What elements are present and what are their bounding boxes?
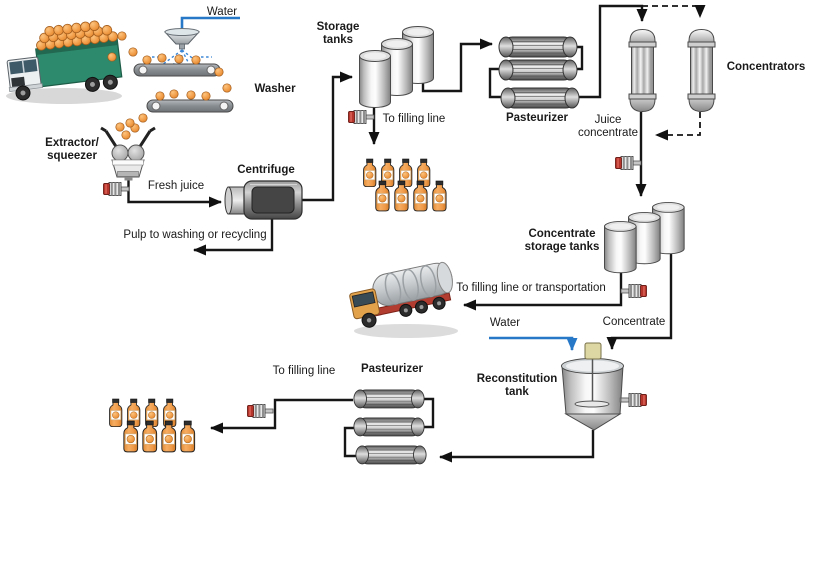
centrifuge (224, 180, 303, 220)
label-juice-concentrate: Juice concentrate (577, 114, 639, 140)
concentrate-line (606, 254, 673, 350)
valve-extractor (103, 182, 130, 196)
dashed-concentrator2-return (655, 112, 701, 141)
label-centrifuge: Centrifuge (237, 164, 295, 176)
pasteurizer-bottom-tube-3 (355, 445, 427, 465)
pasteurizer-top-tube-3 (500, 87, 580, 109)
tank-cone (564, 413, 622, 431)
truck-shadow (6, 88, 122, 104)
water-bottom-pipe (489, 336, 578, 351)
bottles-bottom (109, 398, 196, 453)
pasteurizer-bottom-tube-2 (353, 417, 425, 437)
pasteurizer-top (498, 36, 580, 109)
agitator-propeller (574, 400, 610, 408)
agitator-motor (584, 342, 602, 360)
pipe-lines (127, 4, 673, 463)
valve-concentrate-tanks (620, 284, 647, 298)
valve-bottom-pasteurizer (247, 404, 274, 418)
dashed-lines (642, 5, 706, 141)
label-fresh-juice: Fresh juice (147, 180, 205, 192)
valve-juice-concentrate (615, 156, 642, 170)
label-washer: Washer (254, 83, 296, 95)
centrifuge-to-storage-line (301, 71, 353, 202)
washer-conveyor-1 (133, 63, 221, 77)
reconstitution-tank (561, 342, 628, 431)
label-extractor: Extractor/ squeezer (45, 137, 99, 163)
label-storage-tanks: Storage tanks (316, 21, 360, 47)
concentrator-2 (687, 29, 716, 112)
label-concentrate-storage-tanks: Concentrate storage tanks (524, 228, 600, 254)
tanker-shadow (354, 324, 458, 338)
water-top-pipe (180, 16, 240, 29)
pasteurizer-top-left-link (488, 67, 502, 99)
water-spray-nozzle (163, 28, 201, 50)
tanker-truck (349, 261, 458, 338)
label-to-filling-or-transport: To filling line or transportation (456, 282, 606, 294)
tanker-wheels (361, 296, 446, 328)
storage-to-pasteurizer-line (421, 38, 493, 93)
conctank-to-filling-line (463, 273, 623, 311)
valve-storage-tanks (348, 110, 375, 124)
pasteurizer-top-right-link (573, 45, 584, 71)
fresh-juice-line (127, 176, 222, 208)
washer-conveyor-2 (146, 99, 234, 113)
valve-reconstitution-tank (620, 393, 647, 407)
pasteurizer-to-concentrator-line (573, 4, 648, 99)
pasteurizer-top-tube-2 (498, 59, 578, 81)
pasteurizer-top-tube-1 (498, 36, 578, 58)
dashed-to-concentrator2 (642, 5, 706, 18)
tanker-window (351, 291, 376, 308)
recon-to-pasteurizer-line (439, 430, 595, 463)
concentrator-1 (628, 29, 657, 112)
label-to-filling-line-top: To filling line (382, 113, 446, 125)
label-concentrate: Concentrate (602, 316, 666, 328)
concentrators (628, 29, 716, 112)
label-water-bottom: Water (489, 317, 521, 329)
label-to-filling-line-bottom: To filling line (272, 365, 336, 377)
label-water-top: Water (206, 6, 238, 18)
label-pasteurizer-bottom: Pasteurizer (360, 363, 423, 375)
orange-delivery-truck (6, 19, 123, 104)
label-concentrators: Concentrators (726, 61, 806, 73)
pasteurizer-bottom-left-link (343, 426, 356, 458)
truck-wheels (15, 74, 118, 101)
loose-oranges (107, 31, 232, 140)
pasteurizer-bottom (353, 389, 427, 465)
water-lines (180, 16, 578, 351)
extractor-squeezer (100, 126, 156, 181)
label-reconstitution-tank: Reconstitution tank (476, 373, 558, 399)
truck-grille (11, 76, 26, 88)
pasteurizer-bottom-right-link (424, 397, 435, 429)
label-pulp-line: Pulp to washing or recycling (123, 229, 267, 241)
pulp-line (193, 218, 274, 256)
storage-tank-1 (359, 50, 391, 108)
pasteurizer-to-filling-line (210, 398, 353, 434)
label-pasteurizer-top: Pasteurizer (505, 112, 568, 124)
bottles-top (363, 158, 447, 212)
pasteurizer-bottom-tube-1 (353, 389, 425, 409)
